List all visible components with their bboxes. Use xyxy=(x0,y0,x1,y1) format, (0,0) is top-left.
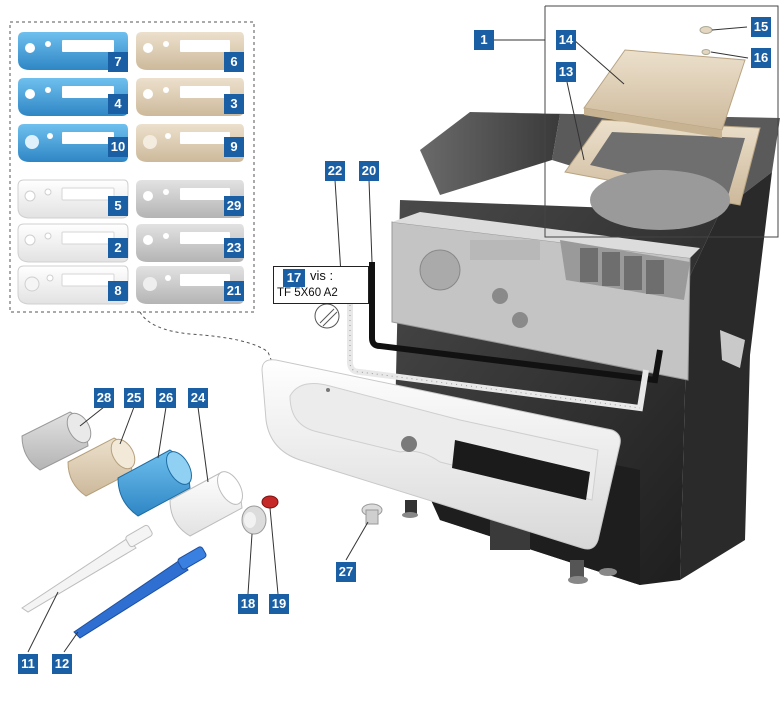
part-18 xyxy=(241,505,267,535)
callout-8: 8 xyxy=(108,281,128,301)
part-27 xyxy=(361,503,383,525)
sleeve-25 xyxy=(67,437,136,497)
callout-27: 27 xyxy=(336,562,356,582)
callout-3: 3 xyxy=(224,94,244,114)
panel-variant-2 xyxy=(17,223,129,263)
callout-26: 26 xyxy=(156,388,176,408)
callout-11: 11 xyxy=(18,654,38,674)
white-seal-holes xyxy=(349,285,641,409)
callout-9: 9 xyxy=(224,137,244,157)
screw-spec-title: vis : xyxy=(310,268,334,283)
callout-21: 21 xyxy=(224,281,244,301)
nozzle-11 xyxy=(21,524,153,613)
callout-17: 17 xyxy=(283,269,305,287)
panel-variant-9 xyxy=(136,124,244,162)
callout-5: 5 xyxy=(108,196,128,216)
callout-29: 29 xyxy=(224,196,244,216)
callout-15: 15 xyxy=(751,17,771,37)
panel-variant-8 xyxy=(17,265,129,305)
screw-detail-circle xyxy=(314,303,340,329)
panel-variant-21 xyxy=(136,266,244,304)
panel-variant-5 xyxy=(17,179,129,219)
inner-tray xyxy=(391,212,700,381)
sleeve-26 xyxy=(117,449,192,517)
callout-18: 18 xyxy=(238,594,258,614)
sleeve-28 xyxy=(21,411,92,471)
panel-variant-3 xyxy=(136,78,244,116)
panel-variant-23 xyxy=(136,224,244,262)
screw-spec-label: 17 vis : TF 5X60 A2 xyxy=(273,266,369,304)
callout-10: 10 xyxy=(108,137,128,157)
panel-variant-29 xyxy=(136,180,244,218)
panel-variant-6 xyxy=(136,32,244,70)
part-19 xyxy=(261,495,279,509)
screw-spec-value: TF 5X60 A2 xyxy=(277,287,338,299)
callout-24: 24 xyxy=(188,388,208,408)
nozzle-12 xyxy=(73,546,207,639)
front-panel xyxy=(261,359,621,550)
callout-2: 2 xyxy=(108,238,128,258)
callout-1: 1 xyxy=(474,30,494,50)
panel-variant-tiles xyxy=(17,32,244,305)
screw-icon xyxy=(319,308,335,324)
callout-12: 12 xyxy=(52,654,72,674)
callout-7: 7 xyxy=(108,52,128,72)
callout-4: 4 xyxy=(108,94,128,114)
callout-20: 20 xyxy=(359,161,379,181)
callout-13: 13 xyxy=(556,62,576,82)
panel-variant-4 xyxy=(18,78,128,116)
callout-14: 14 xyxy=(556,30,576,50)
callout-25: 25 xyxy=(124,388,144,408)
part-16 xyxy=(701,49,711,55)
panel-variant-7 xyxy=(18,32,128,70)
lid-frame xyxy=(564,119,761,230)
callout-16: 16 xyxy=(751,48,771,68)
callout-6: 6 xyxy=(224,52,244,72)
lid-group-frame xyxy=(544,5,779,238)
lid xyxy=(583,49,746,138)
panel-variants-leader xyxy=(139,311,273,363)
callout-22: 22 xyxy=(325,161,345,181)
callout-28: 28 xyxy=(94,388,114,408)
panel-variant-10 xyxy=(18,124,128,162)
sleeve-24 xyxy=(169,471,243,537)
gasket xyxy=(369,262,663,384)
panel-variants-box xyxy=(9,21,255,313)
callout-19: 19 xyxy=(269,594,289,614)
callout-23: 23 xyxy=(224,238,244,258)
part-15 xyxy=(699,26,713,34)
